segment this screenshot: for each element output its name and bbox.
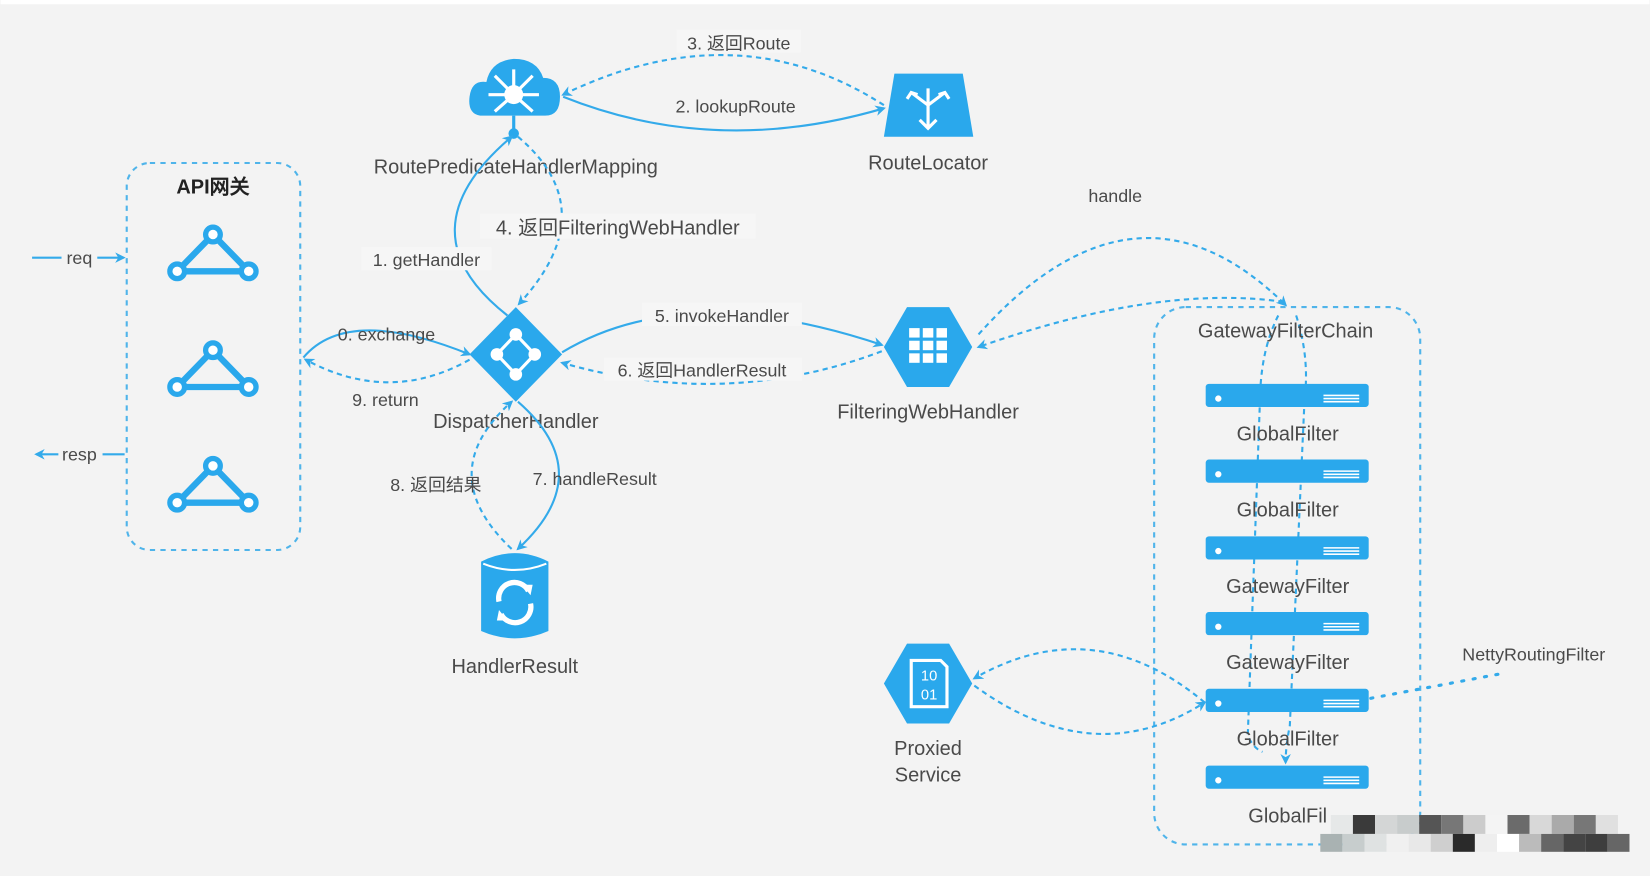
server-bar-icon <box>1205 459 1369 483</box>
dispatcher-handler-node: DispatcherHandler <box>433 307 599 433</box>
edge-label-return: 9. return <box>352 390 419 410</box>
route-locator-node: RouteLocator <box>868 73 988 174</box>
edge-return-handler-result <box>560 350 883 385</box>
netty-connector <box>1369 672 1501 700</box>
edge-label-return-filtering: 4. 返回FilteringWebHandler <box>496 217 740 240</box>
edge-label-lookup-route: 2. lookupRoute <box>676 97 796 117</box>
edge-label-exchange: 0. exchange <box>338 325 435 345</box>
edge-return-result <box>470 400 514 550</box>
api-gateway-group: API网关 req resp <box>32 161 302 552</box>
edge-exchange <box>302 329 472 359</box>
server-bar-icon <box>1205 383 1369 407</box>
svg-text:10: 10 <box>921 668 937 684</box>
handler-result-node: HandlerResult <box>452 553 579 678</box>
edge-lookup-route <box>562 95 886 132</box>
api-gateway-box <box>125 161 302 552</box>
edge-label-get-handler: 1. getHandler <box>373 250 480 270</box>
mapping-label: RoutePredicateHandlerMapping <box>374 157 658 179</box>
server-bar-icon <box>1205 688 1369 712</box>
filter-item: GlobalFil <box>1205 765 1369 827</box>
filter-label: GlobalFilter <box>1237 499 1339 521</box>
edge-proxied-request <box>973 684 1207 735</box>
route-split-icon <box>883 73 974 137</box>
filter-label: GlobalFilter <box>1237 729 1339 751</box>
edge-get-handler <box>453 135 514 317</box>
filter-label: GatewayFilter <box>1226 576 1350 598</box>
pixelated-watermark <box>1320 815 1630 852</box>
edge-handle <box>977 237 1288 336</box>
server-bar-icon <box>1205 765 1369 789</box>
edge-label-handle-result: 7. handleResult <box>533 469 657 489</box>
filter-item: GatewayFilter <box>1205 612 1369 674</box>
filter-chain-box <box>1153 306 1422 846</box>
filter-item: GlobalFilter <box>1205 688 1369 751</box>
api-gateway-title: API网关 <box>176 174 249 198</box>
edge-label-handle: handle <box>1088 186 1142 206</box>
server-bar-icon <box>1205 536 1369 560</box>
svg-text:01: 01 <box>921 687 937 703</box>
filter-item: GatewayFilter <box>1205 536 1369 598</box>
triangle-network-icon <box>167 455 259 513</box>
binary-file-icon: 10 01 <box>883 643 973 724</box>
result-label: HandlerResult <box>452 656 579 678</box>
gateway-filter-chain-group: GatewayFilterChain GlobalFilterGlobalFil… <box>1153 306 1605 846</box>
locator-label: RouteLocator <box>868 152 988 174</box>
req-label: req <box>66 248 92 268</box>
resp-label: resp <box>62 445 97 465</box>
filter-label: GlobalFilter <box>1237 424 1339 446</box>
edge-handle-result <box>516 400 560 551</box>
proxied-label-line2: Service <box>895 764 962 786</box>
proxied-service-node: 10 01 Proxied Service <box>883 643 973 786</box>
filtering-web-handler-node: FilteringWebHandler <box>837 307 1019 424</box>
netty-routing-filter-label: NettyRoutingFilter <box>1462 644 1605 664</box>
filter-label: GatewayFilter <box>1226 652 1350 674</box>
edge-label-return-route: 3. 返回Route <box>687 33 790 53</box>
edge-label-invoke-handler: 5. invokeHandler <box>655 306 789 326</box>
edge-return-filtering <box>517 135 563 306</box>
server-bar-icon <box>1205 612 1369 636</box>
grid-hexagon-icon <box>883 307 973 387</box>
chain-title: GatewayFilterChain <box>1198 321 1373 343</box>
triangle-network-icon <box>167 224 259 282</box>
database-refresh-icon <box>481 553 549 639</box>
triangle-network-icon <box>167 340 259 397</box>
proxied-label-line1: Proxied <box>894 738 962 760</box>
edge-proxied-response <box>972 648 1206 704</box>
filter-item: GlobalFilter <box>1205 459 1369 521</box>
edge-return-route <box>561 54 885 107</box>
edge-return <box>303 358 471 384</box>
filter-item: GlobalFilter <box>1205 383 1369 446</box>
filtering-label: FilteringWebHandler <box>837 402 1019 424</box>
cloud-hub-icon <box>469 58 560 139</box>
edge-label-return-handler-result: 6. 返回HandlerResult <box>618 360 787 380</box>
edge-label-return-result: 8. 返回结果 <box>390 475 481 495</box>
filter-label: GlobalFil <box>1248 805 1327 827</box>
dispatcher-label: DispatcherHandler <box>433 411 599 433</box>
diamond-hub-icon <box>469 307 563 402</box>
route-predicate-handler-mapping-node: RoutePredicateHandlerMapping <box>374 58 658 179</box>
